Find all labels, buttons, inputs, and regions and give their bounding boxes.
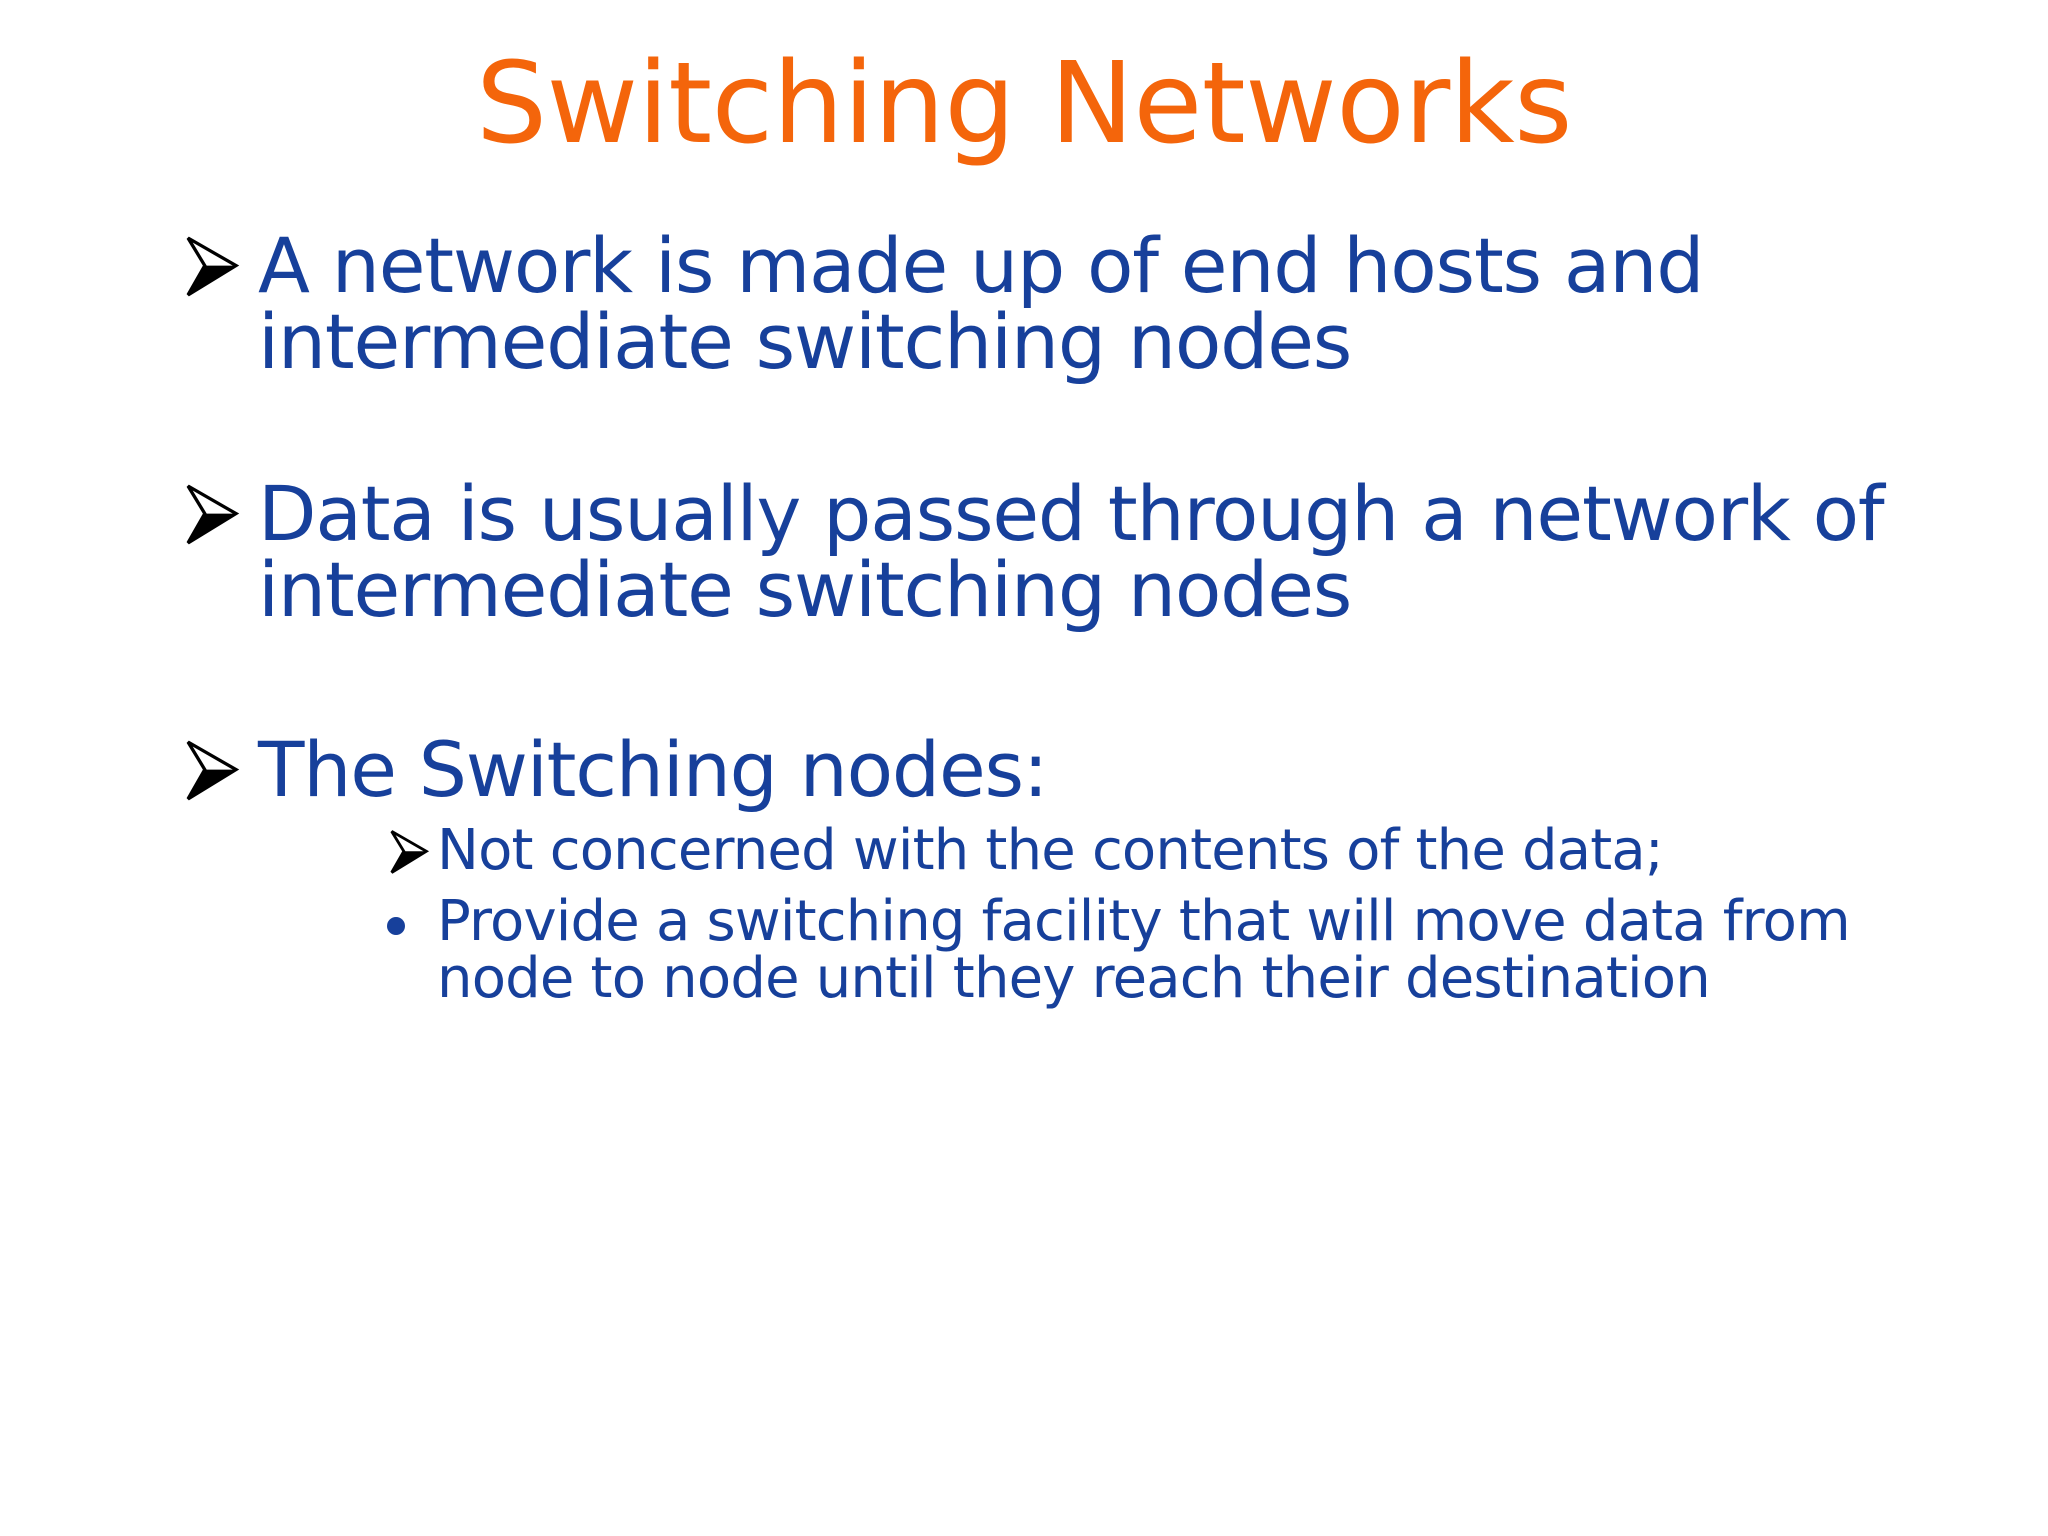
bullet-item-level1: The Switching nodes:	[0, 732, 2048, 808]
round-bullet-icon	[387, 917, 405, 936]
bullet-text: Data is usually passed through a network…	[258, 469, 1885, 634]
spacer	[0, 628, 2048, 732]
bullet-text: Provide a switching facility that will m…	[437, 889, 1851, 1012]
bullet-text: Not concerned with the contents of the d…	[437, 818, 1664, 883]
bullet-item-level1: Data is usually passed through a network…	[0, 476, 2048, 628]
bullet-text: A network is made up of end hosts and in…	[258, 221, 1704, 386]
slide-body: A network is made up of end hosts and in…	[0, 228, 2048, 1007]
slide-title: Switching Networks	[475, 39, 1573, 169]
spacer	[0, 380, 2048, 476]
arrowhead-bullet-icon	[383, 827, 435, 879]
bullet-item-level1: A network is made up of end hosts and in…	[0, 228, 2048, 380]
arrowhead-bullet-icon	[176, 480, 248, 552]
arrowhead-bullet-icon	[176, 232, 248, 304]
arrowhead-bullet-icon	[176, 736, 248, 808]
bullet-text: The Switching nodes:	[258, 725, 1049, 814]
bullet-item-level2: Not concerned with the contents of the d…	[0, 822, 2048, 879]
bullet-item-level2: Provide a switching facility that will m…	[0, 893, 2048, 1007]
